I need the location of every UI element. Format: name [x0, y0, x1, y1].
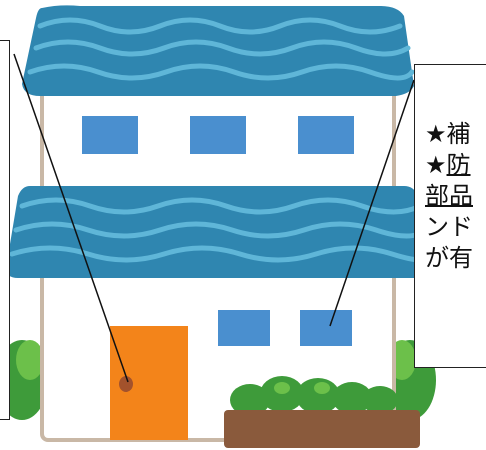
callout-line-4: ンド [425, 213, 473, 241]
planter [224, 376, 420, 448]
callout-line-2: ★防 [425, 150, 473, 181]
lower-window-left [218, 310, 270, 346]
callout-line-3: 部品 [425, 182, 473, 210]
leader-line-right [329, 79, 415, 327]
leader-line-left [13, 53, 129, 383]
callout-star: ★ [425, 151, 447, 179]
lower-window-right [300, 310, 352, 346]
door-knob [119, 376, 133, 392]
upper-window-center [190, 116, 246, 154]
callout-line-5: が有 [425, 244, 473, 272]
upper-roof [22, 5, 415, 96]
callout-box-right: ★補 ★防 部品 ンド が有 [414, 64, 486, 368]
callout-text: ★補 ★防 部品 ンド が有 [425, 119, 473, 274]
callout-box-left [0, 40, 10, 420]
callout-line-1: ★補 [425, 120, 471, 148]
callout-underlined-text: 防 [446, 151, 471, 179]
upper-window-left [82, 116, 138, 154]
left-bush [0, 340, 48, 420]
lower-roof [6, 186, 433, 278]
upper-window-right [298, 116, 354, 154]
